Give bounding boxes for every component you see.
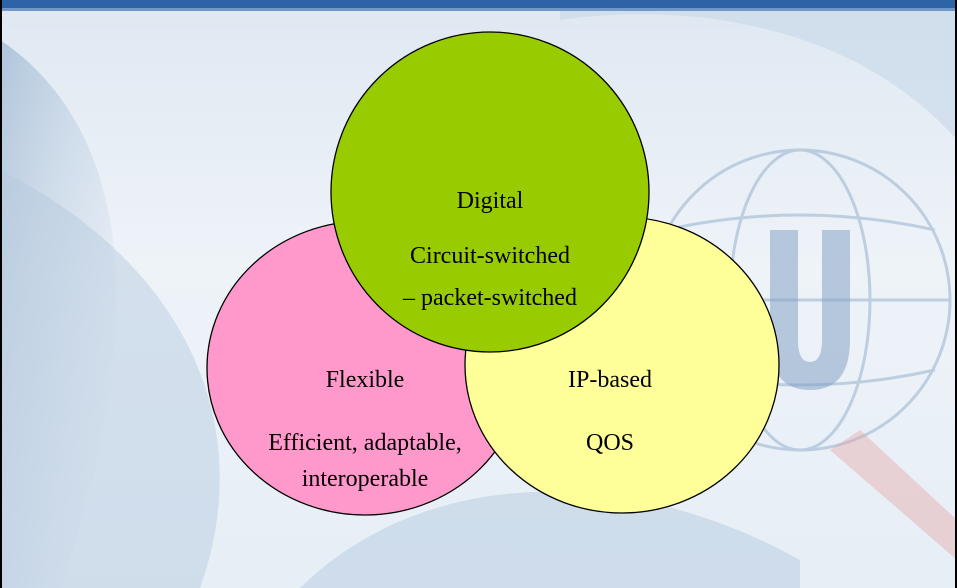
header-bar-accent [0, 8, 957, 11]
logo-letter-u [770, 230, 850, 390]
digital-line-1: Circuit-switched [410, 243, 570, 269]
logo-red-swoosh-2 [830, 430, 957, 560]
ip-based-title: IP-based [568, 367, 652, 393]
header-bar [0, 0, 957, 8]
slide-border-left [0, 0, 2, 588]
background-swirl-3 [300, 491, 800, 588]
flexible-line-1: Efficient, adaptable, [268, 430, 462, 456]
background-swirl-2 [0, 170, 220, 588]
background-swirl [0, 40, 117, 588]
digital-line-2: – packet-switched [403, 285, 577, 311]
slide-border-right [955, 0, 957, 588]
digital-circle [330, 31, 650, 353]
digital-title: Digital [456, 188, 524, 214]
flexible-line-2: interoperable [301, 466, 429, 492]
background-swirl-4 [560, 0, 957, 140]
ip-based-line-1: QOS [585, 430, 634, 456]
flexible-title: Flexible [325, 367, 405, 393]
